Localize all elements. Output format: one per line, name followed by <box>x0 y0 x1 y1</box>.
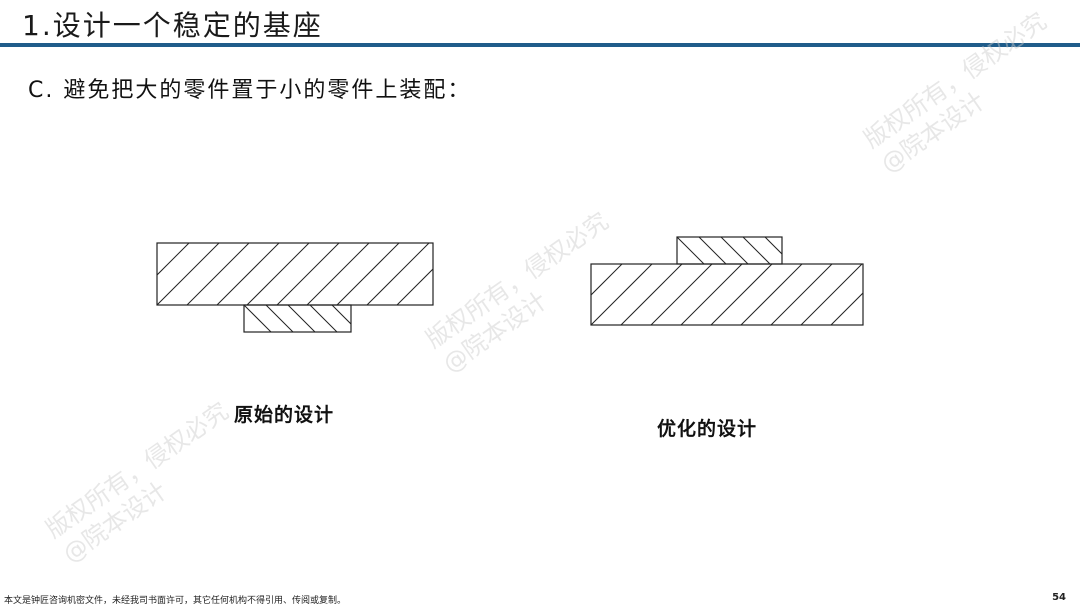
optimized-large-part <box>590 263 864 326</box>
optimized-small-part <box>676 236 783 265</box>
title-divider <box>0 43 1080 47</box>
original-small-part <box>243 304 352 333</box>
page-title: 1.设计一个稳定的基座 <box>22 9 323 42</box>
optimized-design-caption: 优化的设计 <box>657 418 758 440</box>
original-design-caption: 原始的设计 <box>234 404 335 426</box>
confidentiality-note: 本文是钟匠咨询机密文件，未经我司书面许可，其它任何机构不得引用、传阅或复制。 <box>4 596 347 606</box>
page-number: 54 <box>1052 592 1066 603</box>
original-large-part <box>156 242 434 306</box>
section-subheading: C. 避免把大的零件置于小的零件上装配： <box>28 78 472 103</box>
